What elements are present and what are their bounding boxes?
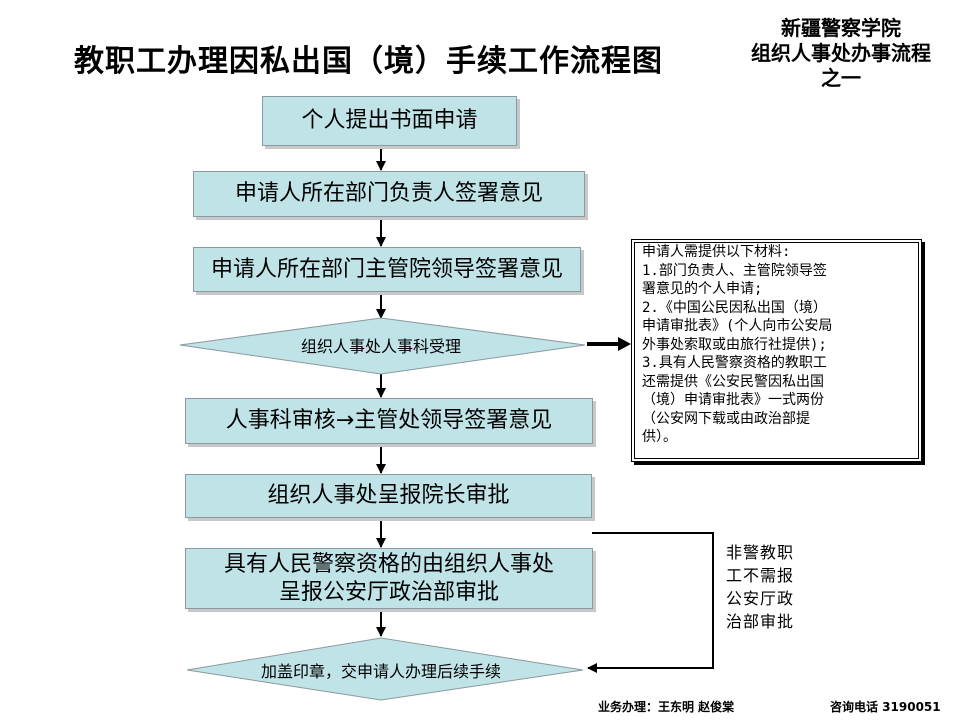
step-3-box: 申请人所在部门主管院领导签署意见 bbox=[193, 247, 581, 292]
step-4-label-wrap: 组织人事处人事科受理 bbox=[230, 330, 532, 360]
step-7-label-line2: 呈报公安厅政治部审批 bbox=[278, 579, 499, 605]
step-6-label: 组织人事处呈报院长审批 bbox=[267, 483, 510, 508]
bypass-note-line: 治部审批 bbox=[726, 612, 795, 631]
org-heading: 新疆警察学院 组织人事处办事流程 之一 bbox=[726, 16, 956, 91]
footer-phone: 咨询电话 3190051 bbox=[830, 700, 941, 714]
step-8-label-wrap: 加盖印章，交申请人办理后续手续 bbox=[230, 655, 532, 685]
bypass-note-line: 工不需报 bbox=[726, 566, 795, 585]
org-line-3: 之一 bbox=[821, 66, 861, 90]
materials-line: （境）申请审批表》一式两份 bbox=[642, 392, 824, 408]
bypass-note: 非警教职 工不需报 公安厅政 治部审批 bbox=[726, 541, 806, 633]
bypass-note-line: 公安厅政 bbox=[726, 589, 795, 608]
step-5-label: 人事科审核→主管处领导签署意见 bbox=[225, 408, 553, 433]
step-4-label: 组织人事处人事科受理 bbox=[300, 337, 461, 356]
materials-line: 申请人需提供以下材料: bbox=[642, 244, 791, 260]
step-2-box: 申请人所在部门负责人签署意见 bbox=[193, 171, 585, 217]
step-3-label: 申请人所在部门主管院领导签署意见 bbox=[210, 256, 563, 282]
step-7-label-line1: 具有人民警察资格的由组织人事处 bbox=[223, 551, 554, 577]
page-title: 教职工办理因私出国（境）手续工作流程图 bbox=[74, 44, 663, 79]
step-6-box: 组织人事处呈报院长审批 bbox=[185, 474, 592, 518]
bypass-note-line: 非警教职 bbox=[726, 543, 795, 562]
materials-line: 供）。 bbox=[642, 429, 677, 445]
step-5-box: 人事科审核→主管处领导签署意见 bbox=[185, 398, 593, 444]
materials-line: 2.《中国公民因私出国（境） bbox=[642, 299, 827, 316]
materials-line: 3.具有人民警察资格的教职工 bbox=[642, 355, 827, 371]
step-1-label: 个人提出书面申请 bbox=[301, 108, 478, 133]
materials-line: （公安网下载或由政治部提 bbox=[642, 410, 810, 427]
materials-line: 申请审批表》(个人向市公安局 bbox=[642, 318, 833, 334]
bypass-line bbox=[587, 532, 714, 673]
decision-diamond-1 bbox=[179, 317, 586, 375]
step-8-label: 加盖印章，交申请人办理后续手续 bbox=[260, 662, 501, 681]
materials-line: 还需提供《公安民警因私出国 bbox=[642, 373, 824, 390]
decision-diamond-2 bbox=[186, 637, 584, 701]
step-2-label: 申请人所在部门负责人签署意见 bbox=[234, 181, 543, 206]
org-line-2: 组织人事处办事流程 bbox=[751, 41, 931, 65]
footer-handler: 业务办理：王东明 赵俊棠 bbox=[598, 700, 735, 714]
materials-line: 署意见的个人申请; bbox=[642, 281, 763, 297]
materials-line: 1.部门负责人、主管院领导签 bbox=[642, 262, 827, 279]
materials-line: 外事处索取或由旅行社提供); bbox=[642, 336, 827, 353]
materials-note: 申请人需提供以下材料: 1.部门负责人、主管院领导签 署意见的个人申请; 2.《… bbox=[631, 239, 922, 462]
step-1-box: 个人提出书面申请 bbox=[262, 96, 517, 146]
step-7-box: 具有人民警察资格的由组织人事处 呈报公安厅政治部审批 bbox=[185, 548, 593, 609]
org-line-1: 新疆警察学院 bbox=[781, 16, 901, 40]
